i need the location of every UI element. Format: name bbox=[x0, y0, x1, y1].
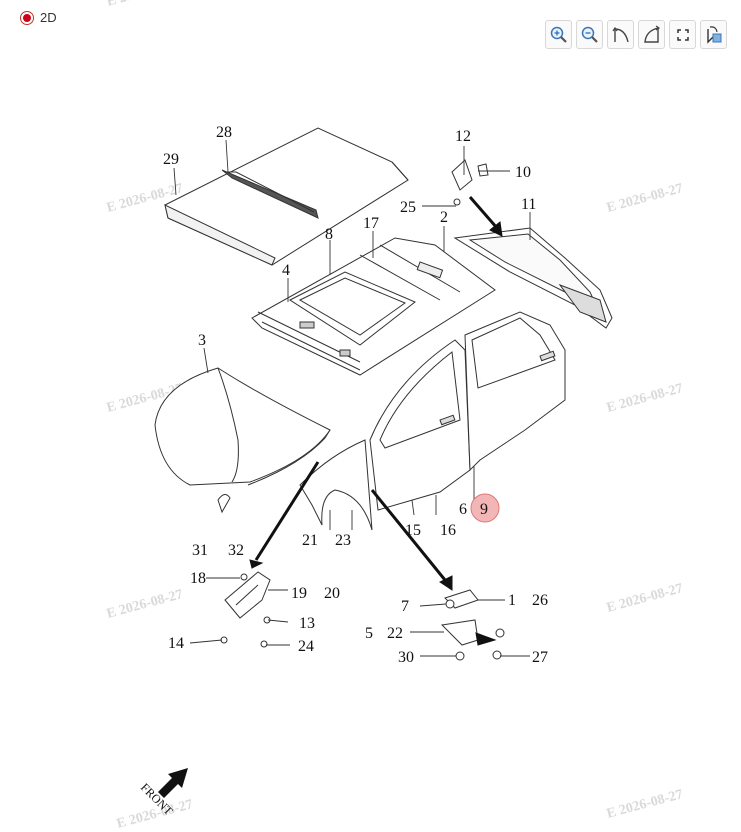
part-label-31[interactable]: 31 bbox=[192, 542, 208, 559]
viewer-toolbar bbox=[545, 20, 727, 49]
roof-frame[interactable] bbox=[251, 237, 496, 376]
part-label-4[interactable]: 4 bbox=[282, 262, 290, 279]
radio-selected-dot bbox=[23, 13, 31, 22]
watermark: E 2026-08-27 bbox=[105, 587, 184, 622]
part-label-12[interactable]: 12 bbox=[455, 128, 471, 145]
watermark: E 2026-08-27 bbox=[105, 0, 184, 10]
pointer-arrows bbox=[249, 196, 503, 646]
zoom-in-icon bbox=[550, 26, 567, 43]
watermark: E 2026-08-27 bbox=[605, 581, 684, 616]
door-hinge-assembly[interactable] bbox=[440, 198, 505, 661]
part-label-21[interactable]: 21 bbox=[302, 532, 318, 549]
part-label-3[interactable]: 3 bbox=[198, 332, 206, 349]
watermark: E 2026-08-27 bbox=[605, 181, 684, 216]
zoom-out-button[interactable] bbox=[576, 20, 603, 49]
fit-to-screen-button[interactable] bbox=[669, 20, 696, 49]
view-mode-2d[interactable]: 2D bbox=[20, 10, 57, 25]
tailgate[interactable] bbox=[453, 227, 613, 329]
watermark: E 2026-08-27 bbox=[605, 381, 684, 416]
zoom-in-button[interactable] bbox=[545, 20, 572, 49]
rotate-right-button[interactable] bbox=[638, 20, 665, 49]
part-label-26[interactable]: 26 bbox=[532, 592, 548, 609]
zoom-out-icon bbox=[581, 26, 598, 43]
part-label-9[interactable]: 9 bbox=[480, 501, 488, 518]
part-label-10[interactable]: 10 bbox=[515, 164, 531, 181]
part-label-24[interactable]: 24 bbox=[298, 638, 314, 655]
part-label-11[interactable]: 11 bbox=[521, 196, 536, 213]
hood-hinge-assembly[interactable] bbox=[217, 494, 271, 648]
part-label-22[interactable]: 22 bbox=[387, 625, 403, 642]
part-labels: 28 29 12 10 11 25 2 17 8 4 3 6 9 15 16 2… bbox=[163, 124, 548, 666]
part-label-28[interactable]: 28 bbox=[216, 124, 232, 141]
part-label-16[interactable]: 16 bbox=[440, 522, 456, 539]
reset-view-button[interactable] bbox=[700, 20, 727, 49]
leader-lines bbox=[173, 139, 531, 657]
part-label-32[interactable]: 32 bbox=[228, 542, 244, 559]
part-label-30[interactable]: 30 bbox=[398, 649, 414, 666]
liftgate-hinge[interactable] bbox=[451, 159, 489, 191]
hood[interactable] bbox=[154, 367, 331, 486]
rotate-left-icon bbox=[612, 26, 629, 42]
front-fender[interactable] bbox=[299, 439, 373, 531]
part-label-25[interactable]: 25 bbox=[400, 199, 416, 216]
part-label-14[interactable]: 14 bbox=[168, 635, 184, 652]
part-label-17[interactable]: 17 bbox=[363, 215, 379, 232]
reset-view-icon bbox=[706, 25, 721, 44]
selected-part-highlight[interactable] bbox=[470, 493, 500, 523]
fullscreen-icon bbox=[676, 28, 689, 41]
part-label-20[interactable]: 20 bbox=[324, 585, 340, 602]
part-label-15[interactable]: 15 bbox=[405, 522, 421, 539]
part-label-5[interactable]: 5 bbox=[365, 625, 373, 642]
view-mode-label: 2D bbox=[40, 10, 57, 25]
part-label-1[interactable]: 1 bbox=[508, 592, 516, 609]
front-door[interactable] bbox=[369, 339, 471, 511]
radio-icon[interactable] bbox=[20, 10, 34, 25]
part-label-8[interactable]: 8 bbox=[325, 226, 333, 243]
part-label-29[interactable]: 29 bbox=[163, 151, 179, 168]
roof-panel[interactable] bbox=[164, 127, 409, 266]
part-label-2[interactable]: 2 bbox=[440, 209, 448, 226]
part-label-23[interactable]: 23 bbox=[335, 532, 351, 549]
rotate-left-button[interactable] bbox=[607, 20, 634, 49]
part-label-18[interactable]: 18 bbox=[190, 570, 206, 587]
part-label-13[interactable]: 13 bbox=[299, 615, 315, 632]
watermark: E 2026-08-27 bbox=[605, 787, 684, 822]
part-label-7[interactable]: 7 bbox=[401, 598, 409, 615]
part-label-19[interactable]: 19 bbox=[291, 585, 307, 602]
rotate-right-icon bbox=[643, 25, 660, 43]
front-arrow-icon bbox=[158, 768, 188, 798]
rear-door[interactable] bbox=[464, 311, 566, 472]
part-label-27[interactable]: 27 bbox=[532, 649, 548, 666]
part-label-6[interactable]: 6 bbox=[459, 501, 467, 518]
